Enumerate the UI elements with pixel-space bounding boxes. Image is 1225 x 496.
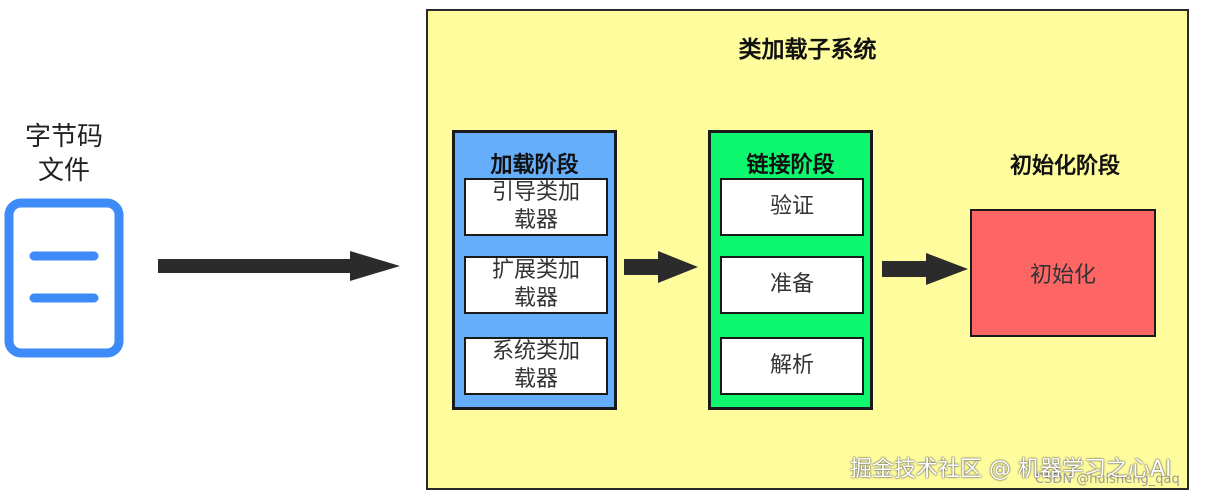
extension-classloader-line2: 载器 (513, 286, 558, 311)
bytecode-label-line2: 文件 (37, 156, 90, 186)
bootstrap-classloader-line1: 引导类加 (491, 180, 580, 205)
system-classloader-box: 系统类加 载器 (464, 337, 608, 395)
loading-phase: 加载阶段 引导类加 载器 扩展类加 载器 系统类加 载器 (452, 130, 617, 410)
linking-phase-title: 链接阶段 (746, 153, 835, 178)
csdn-watermark: CSDN @huisheng_qaq (1035, 472, 1180, 487)
system-classloader-line1: 系统类加 (491, 339, 580, 364)
initialization-box: 初始化 (970, 209, 1156, 337)
juejin-watermark: 掘金技术社区 @ 机器学习之心AI (850, 457, 1172, 482)
subsystem-title: 类加载子系统 (738, 37, 877, 63)
loading-phase-title: 加载阶段 (490, 153, 579, 178)
arrow-linking-to-init (882, 253, 968, 285)
bytecode-file-label: 字节码 文件 (12, 120, 116, 188)
bytecode-label-line1: 字节码 (24, 122, 103, 152)
extension-classloader-box: 扩展类加 载器 (464, 256, 608, 314)
linking-phase: 链接阶段 验证 准备 解析 (708, 130, 873, 410)
document-icon (4, 198, 124, 358)
preparation-box: 准备 (720, 256, 864, 314)
verification-box: 验证 (720, 178, 864, 236)
arrow-loading-to-linking (624, 251, 698, 283)
arrow-to-subsystem (158, 251, 400, 281)
bootstrap-classloader-box: 引导类加 载器 (464, 178, 608, 236)
extension-classloader-line1: 扩展类加 (491, 258, 580, 283)
bootstrap-classloader-line2: 载器 (513, 208, 558, 233)
system-classloader-line2: 载器 (513, 367, 558, 392)
resolution-box: 解析 (720, 337, 864, 395)
initialization-phase-title: 初始化阶段 (1009, 154, 1120, 179)
